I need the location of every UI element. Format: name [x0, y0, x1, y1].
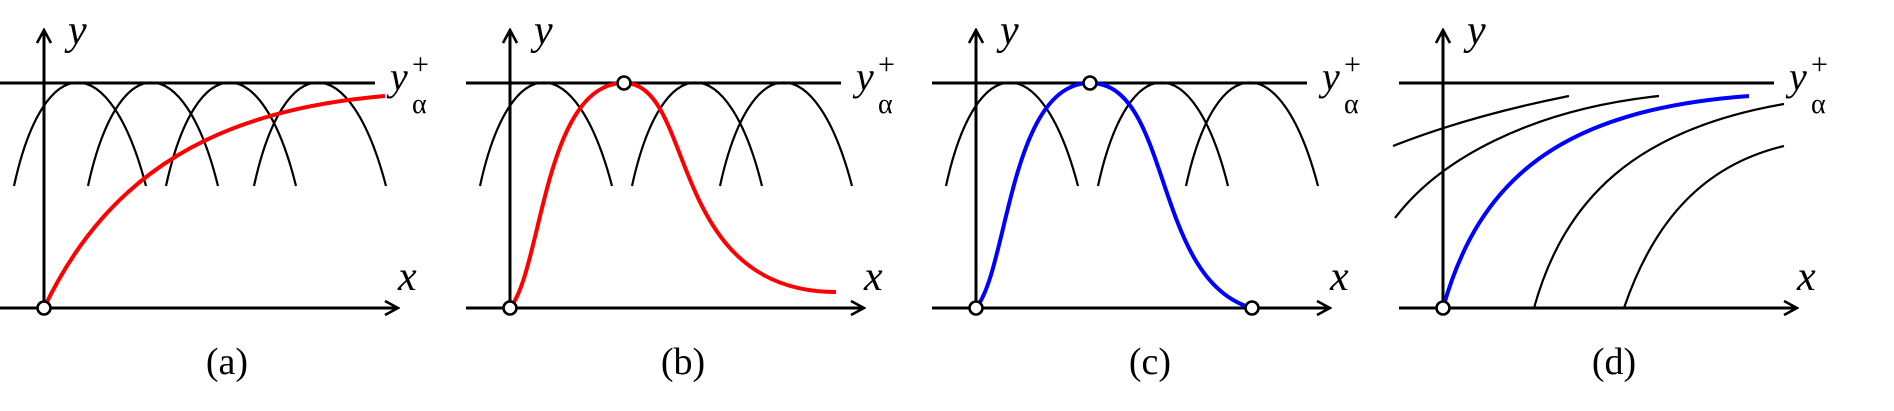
start-point-marker: [1435, 300, 1451, 316]
level-label-base: y: [852, 54, 874, 99]
y-axis-label: y: [1463, 8, 1486, 54]
arch-curve: [1096, 81, 1230, 187]
shifted-curve: [1394, 94, 1660, 219]
arch-curve: [630, 81, 764, 187]
level-label-base: y: [1318, 54, 1340, 99]
start-point-marker: [502, 300, 518, 316]
end-point-marker: [1244, 300, 1260, 316]
touch-point-marker: [616, 75, 632, 91]
arch-curves: [12, 81, 388, 187]
shifted-curve: [1622, 144, 1785, 309]
level-label-superscript: +: [1344, 48, 1361, 81]
panel-caption: (a): [206, 341, 248, 383]
level-label-base: y: [1785, 54, 1807, 99]
level-label-superscript: +: [878, 48, 895, 81]
highlight-curve: [974, 80, 1253, 310]
level-label-subscript: α: [878, 89, 893, 120]
arch-curve: [478, 81, 614, 187]
level-label-superscript: +: [1811, 48, 1828, 81]
y-axis-label: y: [64, 8, 87, 54]
x-axis-label: x: [1796, 254, 1816, 300]
highlight-curve: [508, 80, 837, 310]
arch-curve: [12, 81, 148, 187]
level-label-base: y: [386, 54, 408, 99]
panel-d: y x y + α (d): [1392, 8, 1828, 383]
start-point-marker: [968, 300, 984, 316]
level-label-subscript: α: [412, 89, 427, 120]
shifted-curves: [1392, 94, 1785, 309]
x-axis-label: x: [397, 254, 417, 300]
highlight-curve: [42, 94, 386, 309]
arch-curve: [86, 81, 220, 187]
panel-a: y x y + α (a): [0, 8, 429, 383]
panel-caption: (c): [1129, 341, 1171, 383]
level-label-subscript: α: [1811, 89, 1826, 120]
arch-curves: [478, 81, 854, 187]
x-axis-label: x: [863, 254, 883, 300]
x-axis-label: x: [1329, 254, 1349, 300]
level-label-subscript: α: [1344, 89, 1359, 120]
arch-curve: [164, 81, 298, 187]
arch-curve: [1184, 81, 1320, 187]
panel-b: y x y + α (b): [466, 8, 895, 383]
panel-c: y x y + α (c): [932, 8, 1361, 383]
panel-caption: (d): [1592, 341, 1636, 383]
start-point-marker: [36, 300, 52, 316]
arch-curve: [944, 81, 1080, 187]
level-label-superscript: +: [412, 48, 429, 81]
panel-caption: (b): [661, 341, 705, 383]
arch-curve: [718, 81, 854, 187]
highlight-curve: [1441, 94, 1750, 309]
arch-curve: [252, 81, 388, 187]
shifted-curve: [1392, 94, 1570, 148]
arch-curves: [944, 81, 1320, 187]
touch-point-marker: [1082, 75, 1098, 91]
shifted-curve: [1532, 102, 1785, 309]
y-axis-label: y: [530, 8, 553, 54]
y-axis-label: y: [996, 8, 1019, 54]
